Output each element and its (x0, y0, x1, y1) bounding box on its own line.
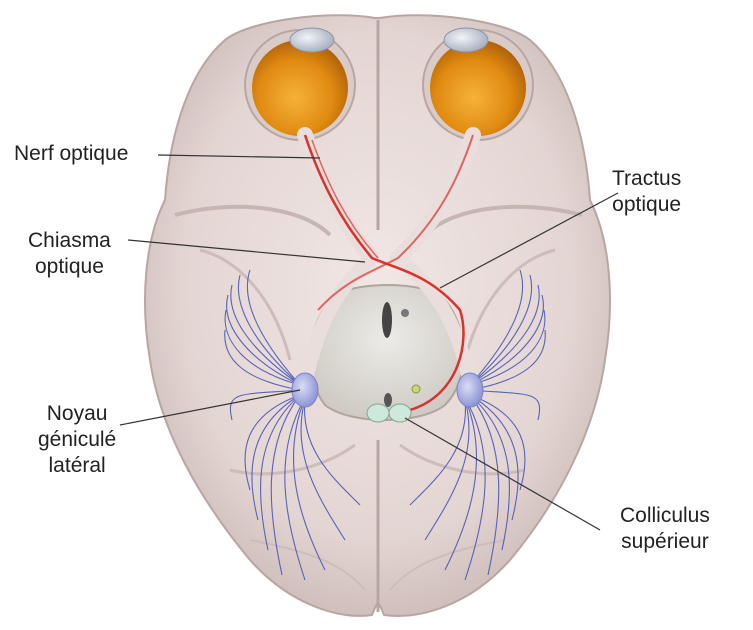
lateral-geniculate-nucleus-left (292, 373, 318, 407)
label-optic-tract: Tractus optique (612, 166, 681, 218)
label-optic-chiasm: Chiasma optique (28, 228, 111, 280)
left-eye (245, 28, 355, 140)
label-optic-nerve: Nerf optique (14, 141, 128, 167)
right-eye (423, 28, 533, 140)
label-lateral-geniculate-nucleus: Noyau géniculé latéral (38, 401, 116, 479)
lateral-geniculate-nucleus-right (457, 373, 483, 407)
label-superior-colliculus: Colliculus supérieur (620, 503, 710, 555)
superior-colliculus-left (367, 404, 389, 422)
